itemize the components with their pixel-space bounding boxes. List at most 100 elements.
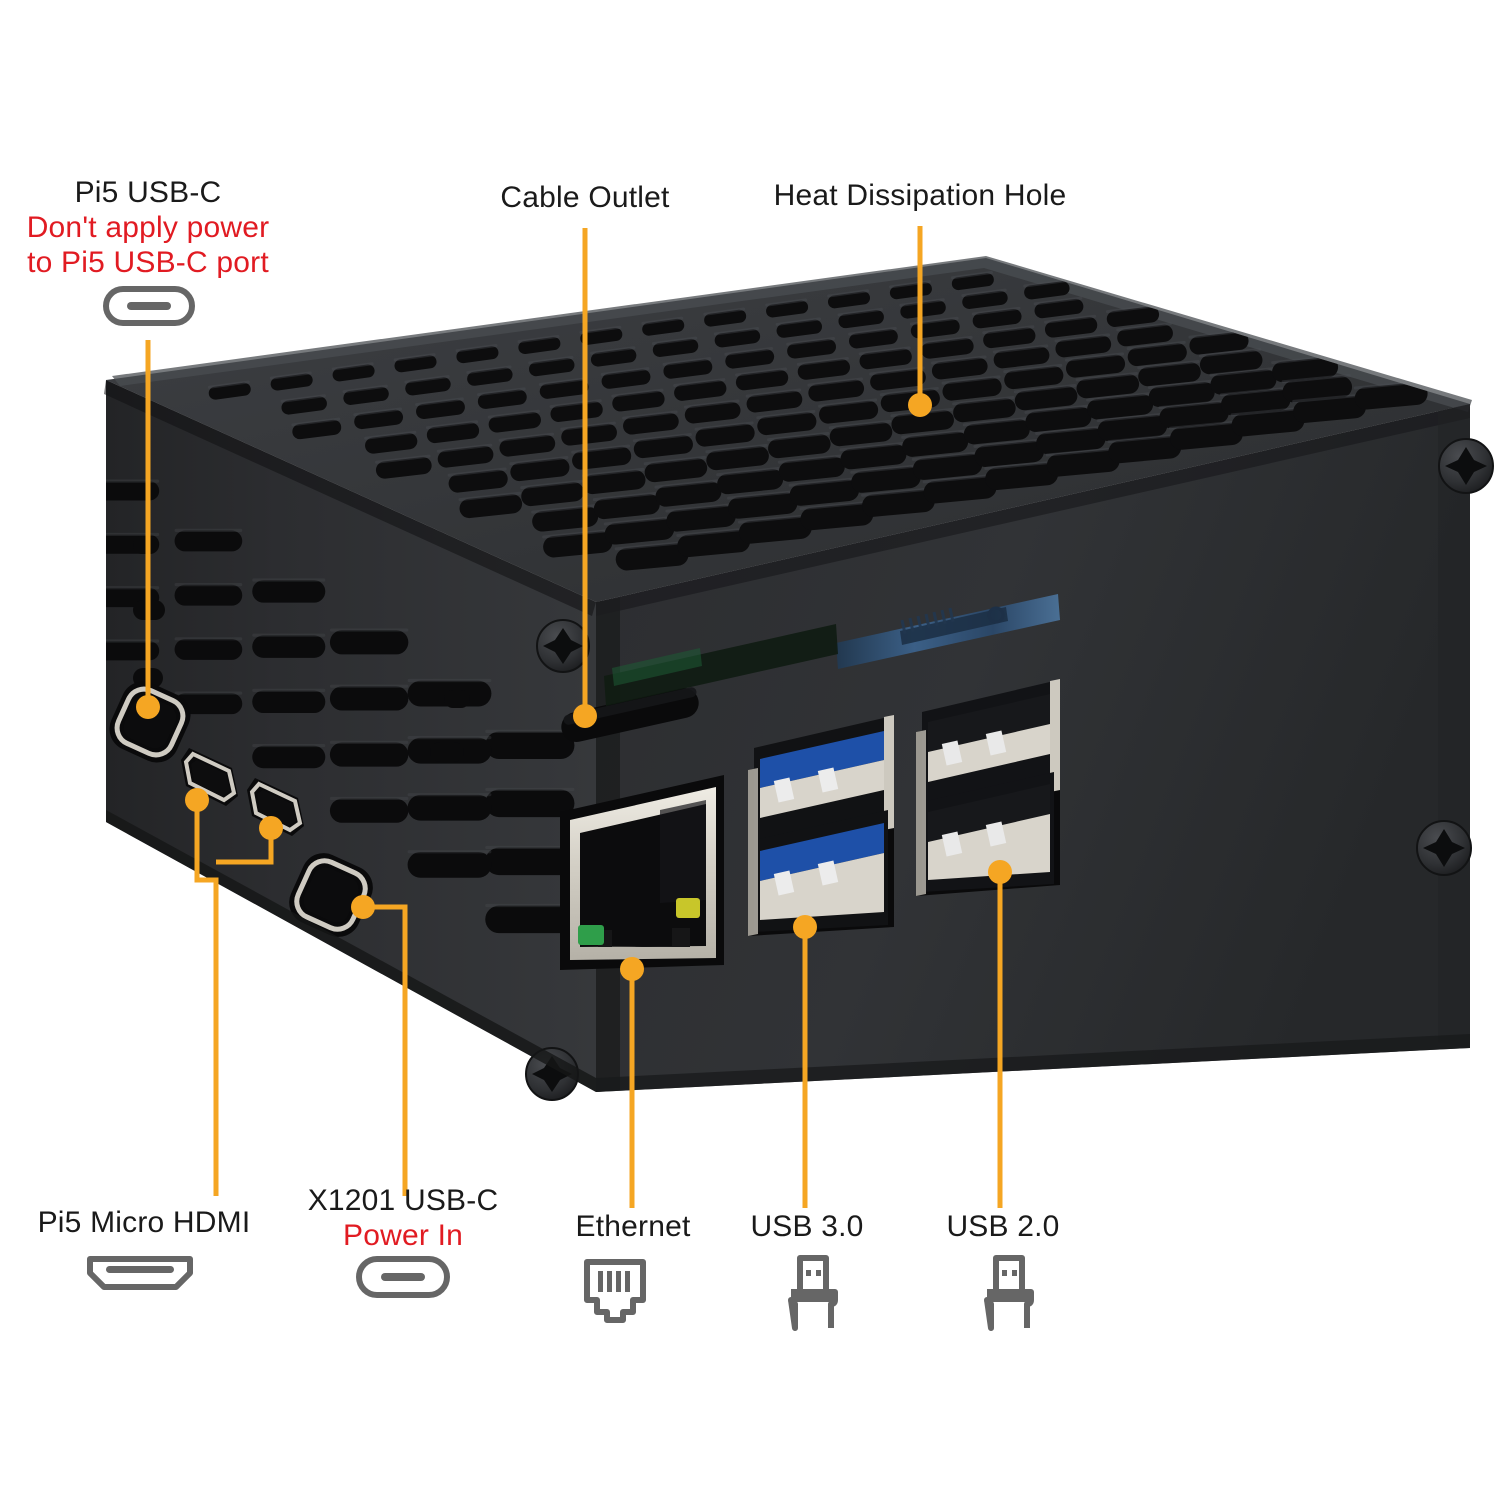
vent-hole <box>706 446 769 471</box>
vent-hole <box>252 745 326 769</box>
leader-dots <box>136 393 1012 981</box>
dot-usb-30 <box>793 915 817 939</box>
vent-hole-rim <box>848 326 897 336</box>
vent-hole <box>1046 449 1120 477</box>
vent-hole <box>488 412 541 433</box>
vent-hole-rim <box>1116 322 1172 332</box>
vent-hole-rim <box>353 407 403 417</box>
vent-hole <box>623 412 679 435</box>
vent-hole-rim <box>654 479 721 489</box>
vent-hole <box>974 440 1044 467</box>
vent-hole-rim <box>694 421 754 431</box>
vent-hole <box>808 379 865 402</box>
pcb-sliver <box>604 594 1060 706</box>
vent-hole-rim <box>485 845 575 850</box>
vent-hole-rim <box>252 743 326 748</box>
vent-hole-rim <box>683 399 740 409</box>
vent-hole-rim <box>280 394 326 403</box>
vent-hole <box>953 398 1016 423</box>
vent-hole-rim <box>911 451 982 461</box>
vent-hole-rim <box>901 429 968 439</box>
vent-hole <box>819 400 879 424</box>
vent-hole <box>332 364 375 382</box>
hdmi-icon <box>82 1253 198 1305</box>
vent-hole <box>1127 343 1187 367</box>
vent-hole <box>1170 422 1243 450</box>
vent-hole-rim <box>1158 399 1228 410</box>
vent-hole <box>281 396 327 415</box>
vent-hole <box>532 506 599 532</box>
vent-hole-rim <box>1013 383 1077 394</box>
dot-micro-hdmi-0 <box>185 788 209 812</box>
vent-hole-rim <box>590 346 636 355</box>
vent-hole-rim <box>425 420 479 430</box>
bottom-edge-left <box>106 810 596 1092</box>
vent-hole-rim <box>600 367 650 376</box>
vent-hole <box>1097 415 1168 442</box>
vent-hole-rim <box>252 633 326 637</box>
vent-hole <box>717 469 784 495</box>
vent-hole-rim <box>827 289 870 298</box>
vent-hole-rim <box>1033 296 1083 306</box>
vent-hole-rim <box>632 432 692 443</box>
vent-hole <box>1148 382 1215 407</box>
vent-hole-rim <box>1137 360 1200 370</box>
vent-hole-rim <box>404 375 450 384</box>
vent-hole-rim <box>716 466 783 477</box>
usb-2-port-stack <box>916 679 1060 896</box>
vent-hole <box>695 423 755 447</box>
vent-hole <box>106 641 160 661</box>
vent-hole <box>1189 331 1249 355</box>
vent-hole-rim <box>1096 412 1167 423</box>
vent-hole <box>604 518 675 545</box>
vent-hole-rim <box>415 397 464 407</box>
vent-hole-rim <box>818 398 878 408</box>
vent-hole-rim <box>737 514 811 524</box>
vent-hole-rim <box>611 388 664 398</box>
vent-hole <box>394 355 437 373</box>
vent-hole <box>900 300 946 319</box>
vent-hole <box>437 445 494 468</box>
vent-hole <box>405 377 451 396</box>
vent-hole <box>766 300 809 318</box>
vent-hole-rim <box>1024 404 1091 414</box>
vent-hole <box>612 390 665 412</box>
vent-hole-rim <box>329 684 409 688</box>
vent-hole <box>477 389 527 409</box>
vent-hole <box>800 503 874 531</box>
vent-hole-rim <box>485 903 575 908</box>
dot-x1201-usb-c <box>351 895 375 919</box>
callout-ethernet-line1: Ethernet <box>575 1210 691 1243</box>
vent-hole <box>923 476 997 504</box>
vent-hole <box>870 368 926 391</box>
vent-hole-rim <box>651 336 698 346</box>
vent-hole-rim <box>174 582 243 587</box>
dot-pi5-usb-c <box>136 695 160 719</box>
heat-dissipation-holes-top <box>207 271 1428 571</box>
vent-hole <box>407 794 492 821</box>
vent-hole-rim <box>973 438 1043 448</box>
vent-hole <box>1025 406 1092 432</box>
callout-x1201-usb-c: X1201 USB-C Power In <box>270 1184 536 1254</box>
vent-hole-rim <box>1045 447 1119 457</box>
vent-hole-rim <box>961 288 1007 298</box>
vent-hole <box>714 329 761 348</box>
vent-hole <box>543 531 613 558</box>
vent-hole-rim <box>579 325 622 335</box>
corner-shade-right <box>1438 404 1470 1048</box>
vent-hole <box>485 789 575 818</box>
vent-hole-rim <box>1281 373 1351 384</box>
callout-cable-outlet: Cable Outlet <box>445 181 725 216</box>
vent-hole <box>1210 369 1277 395</box>
vent-hole-rim <box>485 787 575 792</box>
vent-hole-rim <box>869 366 925 376</box>
callout-pi5-usb-c-line3: to Pi5 USB-C port <box>27 245 269 279</box>
vent-hole-rim <box>1105 304 1159 314</box>
vent-hole <box>615 543 689 571</box>
vent-hole-rim <box>106 639 160 643</box>
vent-hole <box>851 466 921 493</box>
vent-hole <box>174 530 243 552</box>
vent-hole <box>582 470 646 495</box>
vent-hole-rim <box>1126 340 1186 351</box>
vent-hole <box>963 419 1030 445</box>
